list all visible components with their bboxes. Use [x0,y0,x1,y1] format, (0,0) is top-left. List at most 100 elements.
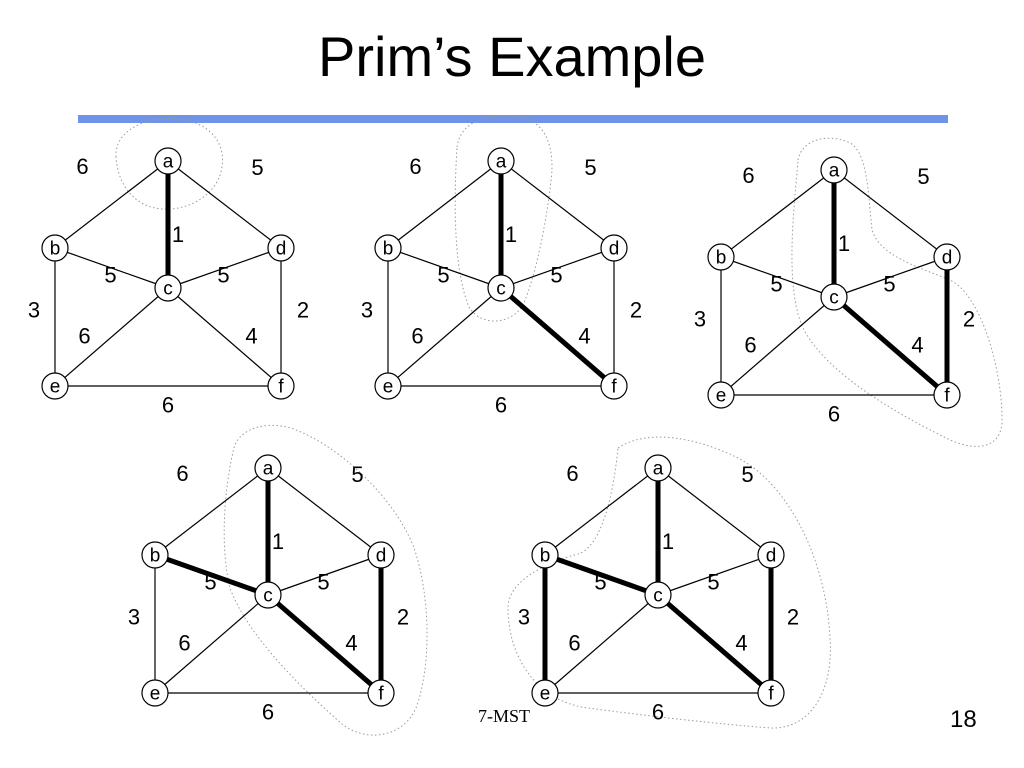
edge-cd [500,247,615,289]
node-label-a: a [829,161,840,182]
edge-weight-ab: 6 [742,163,754,188]
node-label-f: f [278,377,284,398]
slide-title: Prim’s Example [318,25,706,88]
node-a [254,454,282,482]
edge-weight-ad: 5 [251,155,263,180]
edge-weight-cd: 5 [550,263,562,288]
edge-weight-cd: 5 [217,263,229,288]
node-d [367,541,395,569]
node-b [41,234,69,262]
edge-weight-df: 2 [397,605,409,630]
edge-weight-bc: 5 [204,570,216,595]
node-d [933,243,961,271]
edge-weight-bc: 5 [437,263,449,288]
node-c [154,274,182,302]
node-label-e: e [150,684,161,705]
edge-weight-ce: 6 [568,631,580,656]
edge-ab [544,467,659,556]
title-underline [78,115,948,123]
node-label-c: c [163,279,173,300]
node-a [487,147,515,175]
edge-ad [167,160,282,249]
edge-ce [720,296,835,396]
edge-cd [167,247,282,289]
edge-weight-ac: 1 [172,222,184,247]
node-label-a: a [163,152,174,173]
edge-ab [54,160,169,249]
edge-weight-ac: 1 [662,529,674,554]
node-d [267,234,295,262]
node-b [141,541,169,569]
edge-weight-bc: 5 [594,570,606,595]
node-label-e: e [540,684,551,705]
node-f [757,679,785,707]
node-label-c: c [263,586,273,607]
edge-weight-ac: 1 [505,222,517,247]
edge-weight-ab: 6 [176,461,188,486]
edge-weight-cf: 4 [911,333,923,358]
edge-weight-ef: 6 [828,402,840,427]
node-a [820,156,848,184]
node-e [41,372,69,400]
node-label-f: f [611,377,617,398]
node-f [367,679,395,707]
edge-weight-ce: 6 [78,324,90,349]
visited-region-outline [223,424,428,736]
edge-ad [833,169,948,258]
node-a [644,454,672,482]
node-d [757,541,785,569]
edge-weight-ef: 6 [495,393,507,418]
edge-ad [657,467,772,556]
edge-weight-bc: 5 [104,263,116,288]
edge-weight-ad: 5 [584,155,596,180]
edge-weight-ac: 1 [838,231,850,256]
node-b [531,541,559,569]
node-label-b: b [540,546,551,567]
node-e [374,372,402,400]
edge-cf [167,287,282,387]
node-label-e: e [383,377,394,398]
edge-weight-cf: 4 [735,631,747,656]
node-label-f: f [378,684,384,705]
node-label-c: c [829,288,839,309]
edge-weight-ad: 5 [917,164,929,189]
edge-weight-ce: 6 [411,324,423,349]
node-label-d: d [766,546,777,567]
footer-label: 7-MST [478,706,531,726]
tree-edge-cf [656,593,773,695]
node-c [820,283,848,311]
node-f [267,372,295,400]
edge-weight-ef: 6 [162,393,174,418]
edge-weight-ce: 6 [178,631,190,656]
node-a [154,147,182,175]
node-c [487,274,515,302]
tree-edge-cf [499,286,616,388]
tree-edge-bc [154,552,269,598]
node-label-f: f [944,386,950,407]
edge-ce [154,594,269,694]
edge-weight-cf: 4 [578,324,590,349]
edge-weight-be: 3 [518,605,530,630]
edge-weight-be: 3 [361,298,373,323]
edge-weight-ef: 6 [652,700,664,725]
node-c [644,581,672,609]
node-label-e: e [50,377,61,398]
edge-weight-ab: 6 [76,154,88,179]
node-label-d: d [276,239,287,260]
node-label-b: b [150,546,161,567]
edge-ce [54,287,169,387]
node-label-d: d [609,239,620,260]
node-e [141,679,169,707]
edge-weight-ef: 6 [262,700,274,725]
edge-ce [387,287,502,387]
visited-region-outline [115,117,224,210]
edge-bc [387,247,502,289]
node-label-e: e [716,386,727,407]
edge-weight-df: 2 [963,307,975,332]
edge-weight-df: 2 [297,298,309,323]
edge-ad [500,160,615,249]
